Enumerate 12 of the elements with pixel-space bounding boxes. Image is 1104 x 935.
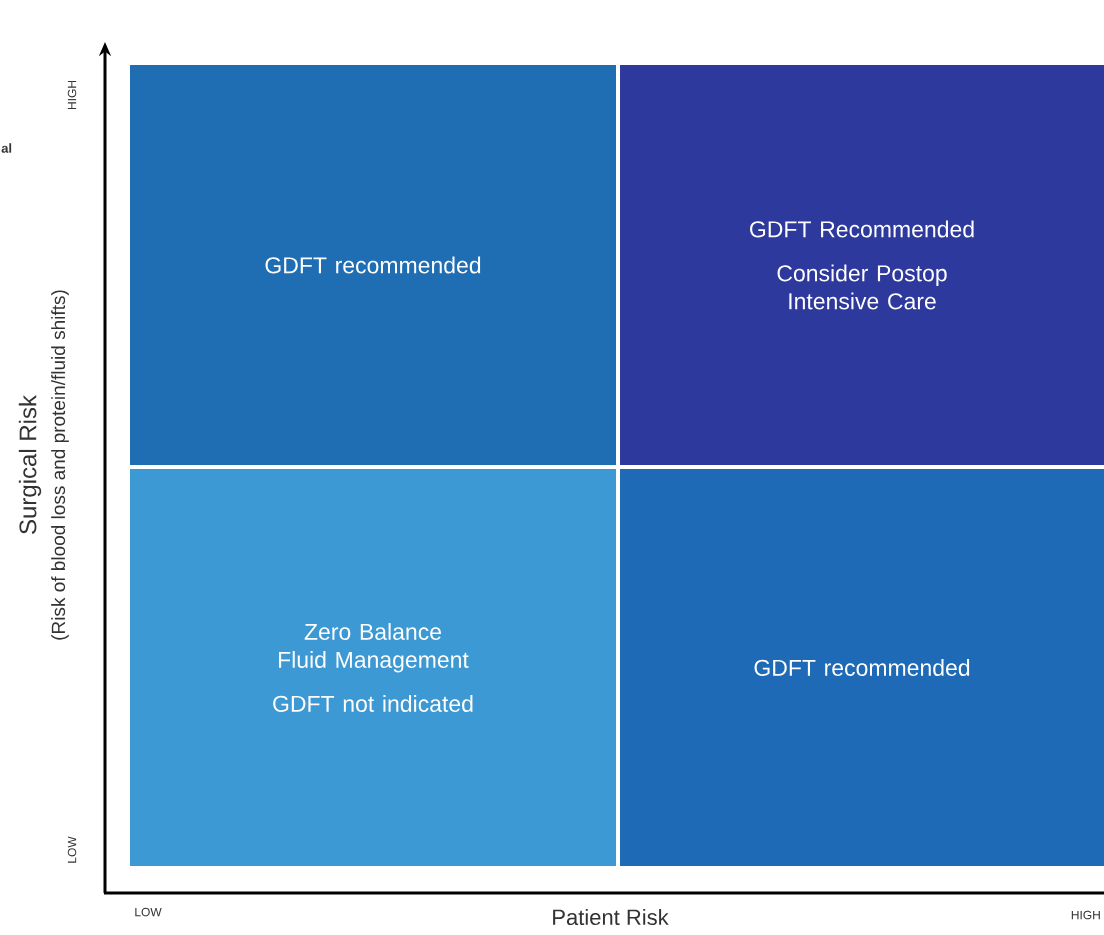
axis-label: al bbox=[1, 143, 12, 153]
axis-label: (Risk of blood loss and protein/fluid shifts) bbox=[51, 290, 69, 640]
axis-label: HIGH bbox=[1071, 910, 1100, 920]
quadrant-box: GDFT Recommended Consider Postop Intensive Care bbox=[620, 65, 1104, 465]
axis-label: HIGH bbox=[67, 80, 77, 109]
axis-label: LOW bbox=[67, 836, 77, 863]
axis-label: Surgical Risk bbox=[18, 395, 42, 534]
axis-label: LOW bbox=[135, 907, 162, 917]
quadrant-box: GDFT recommended bbox=[130, 65, 616, 465]
axis-label: Patient Risk bbox=[553, 908, 669, 926]
quadrant-box: Zero Balance Fluid Management GDFT not indicated bbox=[130, 469, 616, 866]
quadrant-box: GDFT recommended bbox=[620, 469, 1104, 866]
